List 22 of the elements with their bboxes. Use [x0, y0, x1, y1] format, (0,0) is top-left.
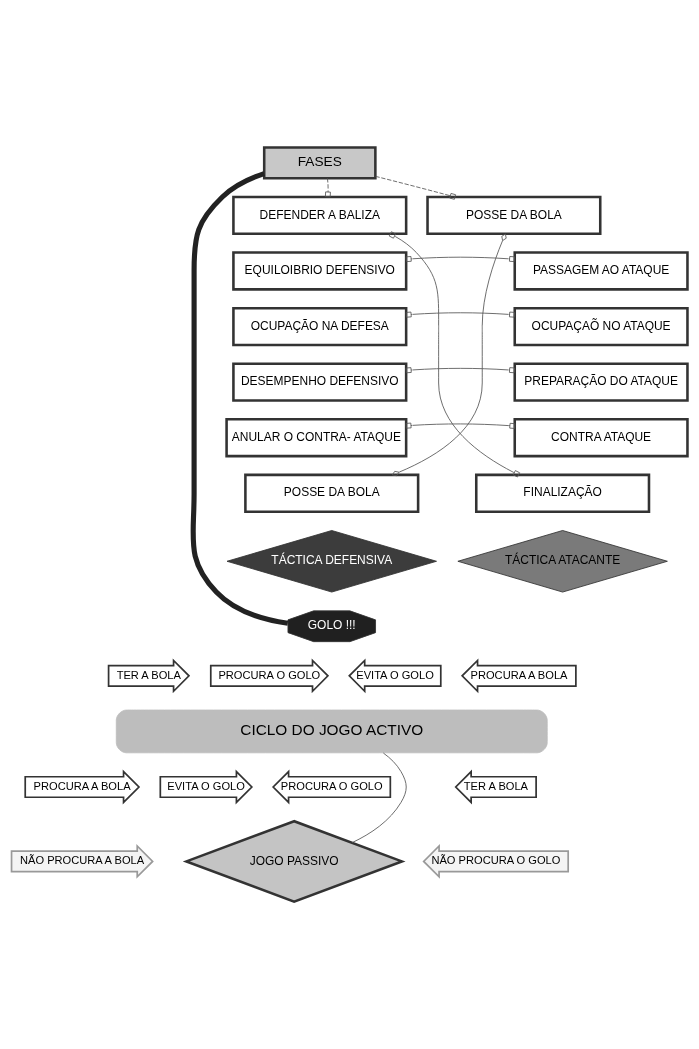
connector [405, 256, 515, 263]
node-box: EQUILOIBRIO DEFENSIVO [232, 251, 408, 291]
node-box: PREPARAÇÃO DO ATAQUE [513, 362, 689, 402]
connector [405, 422, 516, 429]
node-diamond: TÁCTICA DEFENSIVA [226, 530, 437, 593]
connector [405, 367, 515, 374]
node-box: ANULAR O CONTRA- ATAQUE [225, 418, 408, 458]
node-diamond: TÁCTICA ATACANTE [457, 530, 668, 593]
node-box: POSSE DA BOLA [244, 473, 420, 513]
node-box: PASSAGEM AO ATAQUE [513, 251, 689, 291]
connector [375, 175, 457, 200]
node-box: OCUPAÇÃO NA DEFESA [232, 306, 408, 347]
connector [190, 171, 289, 626]
node-box: DESEMPENHO DEFENSIVO [232, 362, 408, 402]
node-box: OCUPAÇAÕ NO ATAQUE [513, 306, 689, 347]
node-box: FASES [262, 146, 377, 180]
connector [324, 177, 331, 198]
node-box: CICLO DO JOGO ACTIVO [115, 709, 548, 754]
node-box: CONTRA ATAQUE [513, 418, 689, 458]
connector [351, 752, 407, 844]
connector [405, 311, 515, 318]
node-diamond: JOGO PASSIVO [182, 819, 406, 903]
